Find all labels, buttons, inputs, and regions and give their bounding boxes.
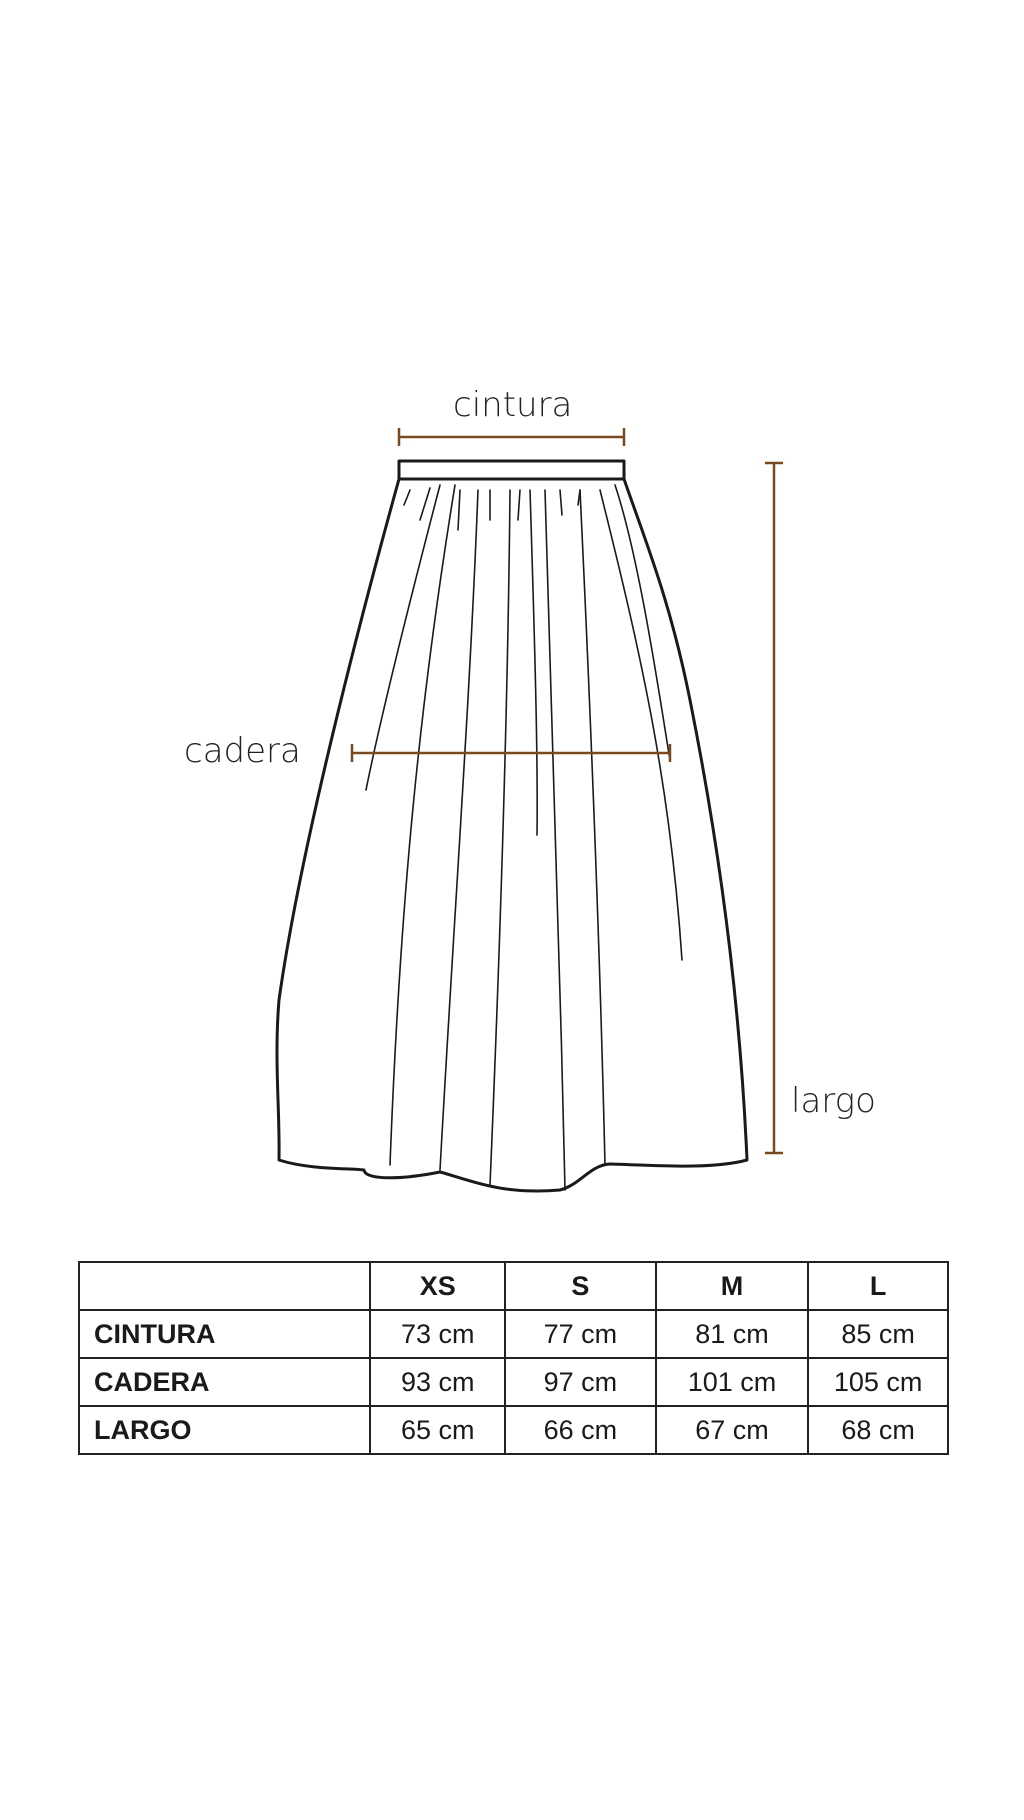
table-row: CADERA 93 cm 97 cm 101 cm 105 cm <box>77 1357 949 1407</box>
gather <box>403 487 581 531</box>
fold-line <box>529 489 538 836</box>
fold-line <box>599 489 683 961</box>
cell: 93 cm <box>369 1357 507 1407</box>
skirt-outline <box>275 477 749 1193</box>
table-row: CINTURA 73 cm 77 cm 81 cm 85 cm <box>77 1309 949 1359</box>
waist-label: cintura <box>453 385 573 425</box>
header-cell: XS <box>369 1261 507 1311</box>
waistband <box>397 459 626 481</box>
row-label: LARGO <box>77 1405 372 1455</box>
table-row: LARGO 65 cm 66 cm 67 cm 68 cm <box>77 1405 949 1455</box>
fold-line <box>365 484 441 791</box>
fold-line <box>579 489 606 1166</box>
hip-label: cadera <box>184 731 301 771</box>
cell: 66 cm <box>504 1405 657 1455</box>
cell: 65 cm <box>369 1405 507 1455</box>
cell: 68 cm <box>807 1405 949 1455</box>
size-chart-table: XS S M L CINTURA 73 cm 77 cm 81 cm 85 cm… <box>77 1261 949 1455</box>
length-measure-line <box>765 461 783 1155</box>
cell: 81 cm <box>654 1309 810 1359</box>
fold-line <box>544 489 566 1191</box>
cell: 67 cm <box>654 1405 810 1455</box>
fold-line <box>614 484 671 761</box>
row-label: CINTURA <box>77 1309 372 1359</box>
header-cell: L <box>807 1261 949 1311</box>
header-row: XS S M L <box>77 1261 949 1311</box>
cell: 73 cm <box>369 1309 507 1359</box>
fold-line <box>389 484 456 1166</box>
length-label: largo <box>791 1081 876 1121</box>
header-cell: M <box>654 1261 810 1311</box>
cell: 77 cm <box>504 1309 657 1359</box>
hip-measure-line <box>350 744 672 762</box>
waist-measure-line <box>397 428 626 446</box>
cell: 97 cm <box>504 1357 657 1407</box>
fold-line <box>489 489 511 1186</box>
cell: 85 cm <box>807 1309 949 1359</box>
fold-line <box>439 489 479 1171</box>
header-cell <box>77 1261 372 1311</box>
row-label: CADERA <box>77 1357 372 1407</box>
header-cell: S <box>504 1261 657 1311</box>
cell: 101 cm <box>654 1357 810 1407</box>
cell: 105 cm <box>807 1357 949 1407</box>
